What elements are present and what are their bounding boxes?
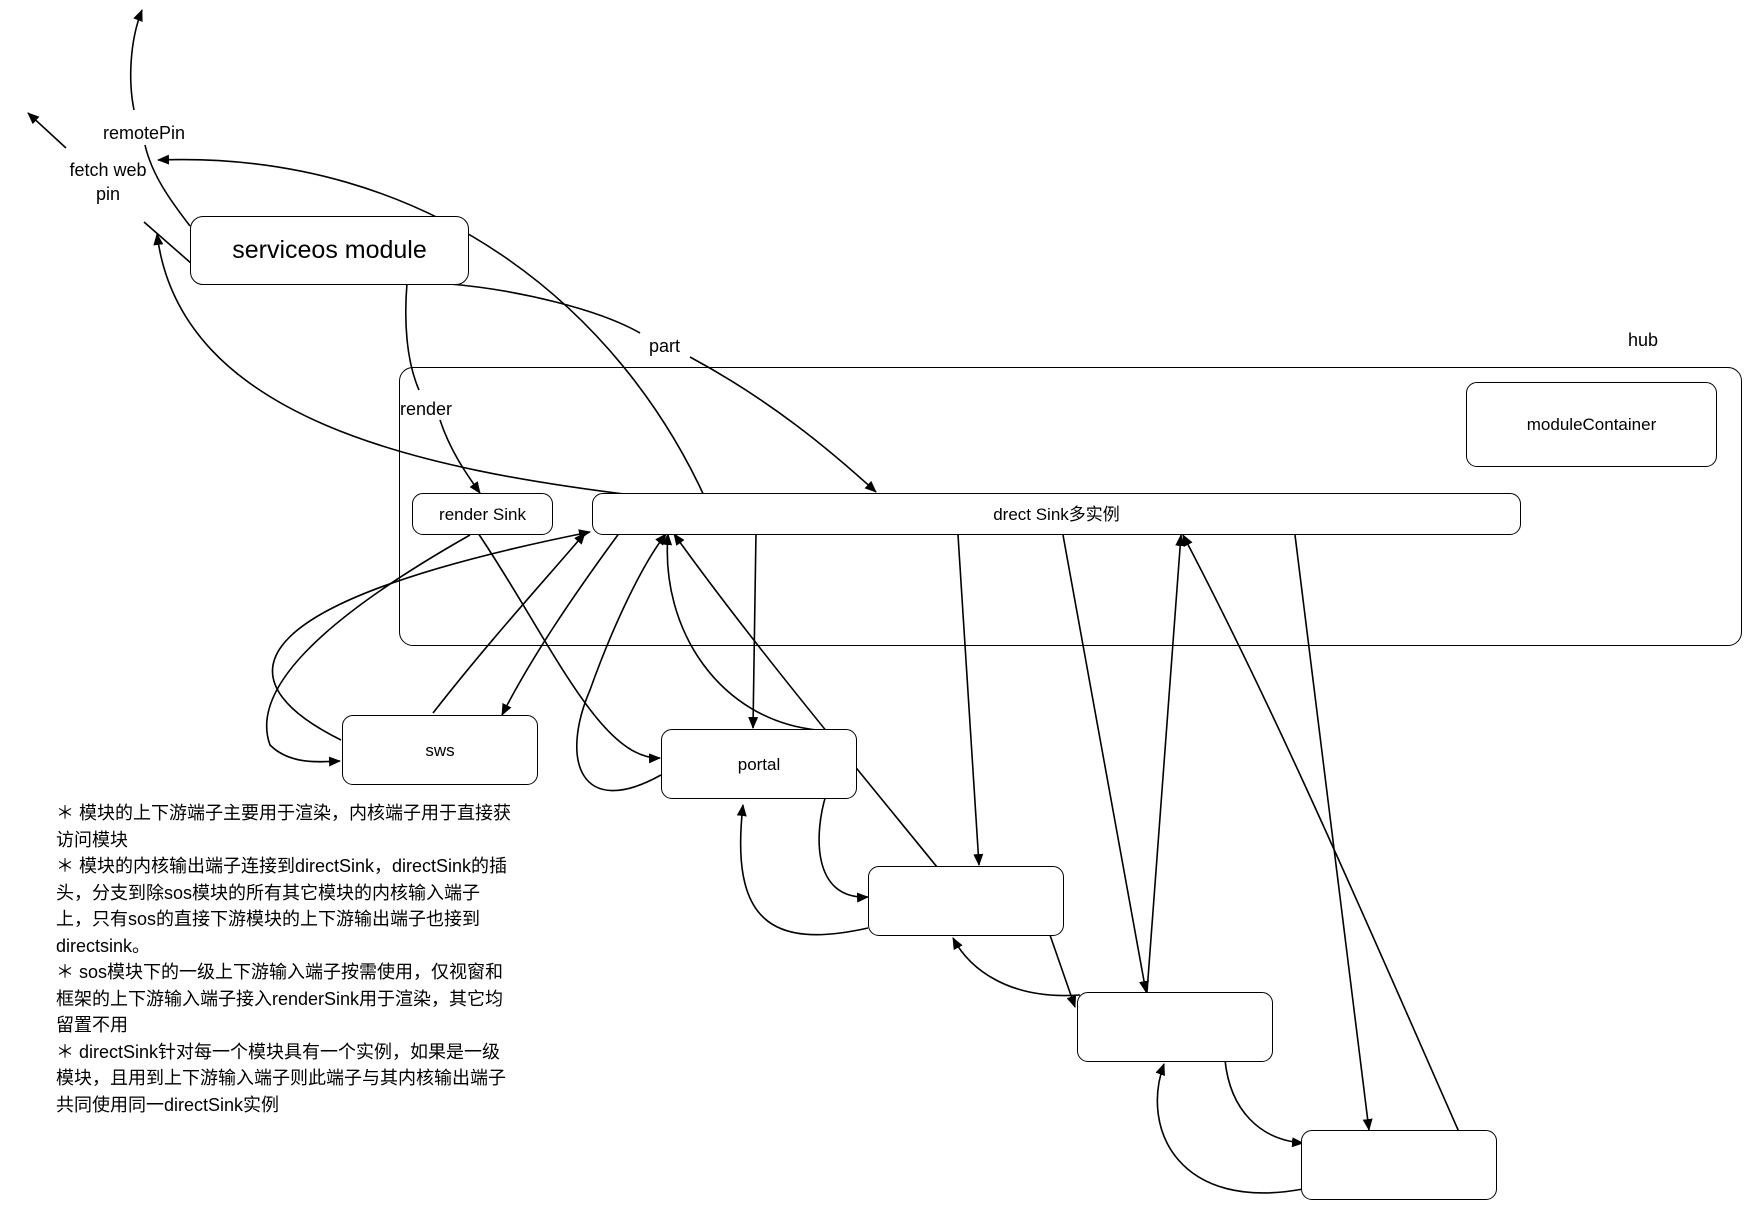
edge-directsink-to-child2	[1062, 534, 1149, 993]
hub-container	[399, 367, 1742, 646]
edge-portal-to-child1	[818, 794, 869, 903]
edge-portal-feedback	[662, 533, 818, 731]
edge-rendersink-to-sws-loop	[265, 534, 471, 767]
edge-sws-to-directsink	[432, 532, 586, 714]
notes-list: ＊ 模块的上下游端子主要用于渲染，内核端子用于直接获访问模块 ＊ 模块的内核输出…	[56, 800, 511, 1118]
module-container-node[interactable]: moduleContainer	[1466, 382, 1717, 467]
edge-child2-to-directsink	[1146, 534, 1186, 993]
edge-child1-to-child2	[1049, 934, 1077, 1008]
edge-directsink-to-child3	[1294, 534, 1373, 1131]
edge-rendersink-to-portal	[477, 532, 661, 764]
edge-child2-to-child1	[952, 937, 1081, 997]
render-sink-node[interactable]: render Sink	[412, 493, 553, 535]
edge-directsink-to-remotepin	[157, 154, 707, 501]
child-module-node-2[interactable]	[1077, 992, 1273, 1062]
note-item: ＊ 模块的上下游端子主要用于渲染，内核端子用于直接获访问模块	[56, 803, 511, 850]
edge-child1-to-portal	[736, 804, 869, 936]
edge-portal-to-directsink	[576, 533, 667, 792]
edge-child1-to-directsink	[673, 533, 938, 868]
edge-up-arrow	[129, 9, 143, 111]
fetch-web-pin-line2: pin	[95, 184, 121, 205]
fetch-web-pin-label: fetch web pin	[60, 158, 156, 207]
note-item: ＊ directSink针对每一个模块具有一个实例，如果是一级模块，且用到上下游…	[56, 1041, 506, 1115]
fetch-web-pin-line1: fetch web	[69, 160, 147, 180]
sws-node[interactable]: sws	[342, 715, 538, 785]
render-label: render	[400, 399, 453, 419]
edge-child3-to-directsink	[1182, 534, 1460, 1133]
edge-directsink-to-child1	[957, 534, 984, 866]
edge-part-lower	[689, 356, 877, 493]
edge-sws-to-directsink-loop	[271, 529, 591, 741]
portal-node[interactable]: portal	[661, 729, 857, 799]
edge-directsink-to-portal	[748, 531, 759, 729]
remote-pin-label: remotePin	[103, 123, 186, 143]
hub-label: hub	[1628, 330, 1659, 350]
direct-sink-node[interactable]: drect Sink多实例	[592, 493, 1521, 535]
edge-part-upper	[449, 283, 641, 334]
child-module-node-1[interactable]	[868, 866, 1064, 936]
edge-child2-to-child3	[1224, 1059, 1304, 1148]
edge-serviceos-to-fetch	[143, 221, 193, 265]
edge-fetch-web-pin	[27, 112, 67, 149]
edge-child3-to-child2	[1155, 1063, 1304, 1194]
serviceos-module-node[interactable]: serviceos module	[190, 216, 469, 285]
edge-remote-pin	[144, 144, 191, 227]
part-label: part	[649, 336, 681, 356]
edge-render-upper	[404, 282, 420, 391]
note-item: ＊ sos模块下的一级上下游输入端子按需使用，仅视窗和框架的上下游输入端子接入r…	[56, 962, 504, 1035]
child-module-node-3[interactable]	[1301, 1130, 1497, 1200]
edge-render-lower	[439, 419, 481, 494]
edge-directsink-to-sws	[501, 531, 621, 716]
note-item: ＊ 模块的内核输出端子连接到directSink，directSink的插头，分…	[56, 856, 508, 956]
edge-directsink-to-fetchpin	[153, 233, 649, 498]
